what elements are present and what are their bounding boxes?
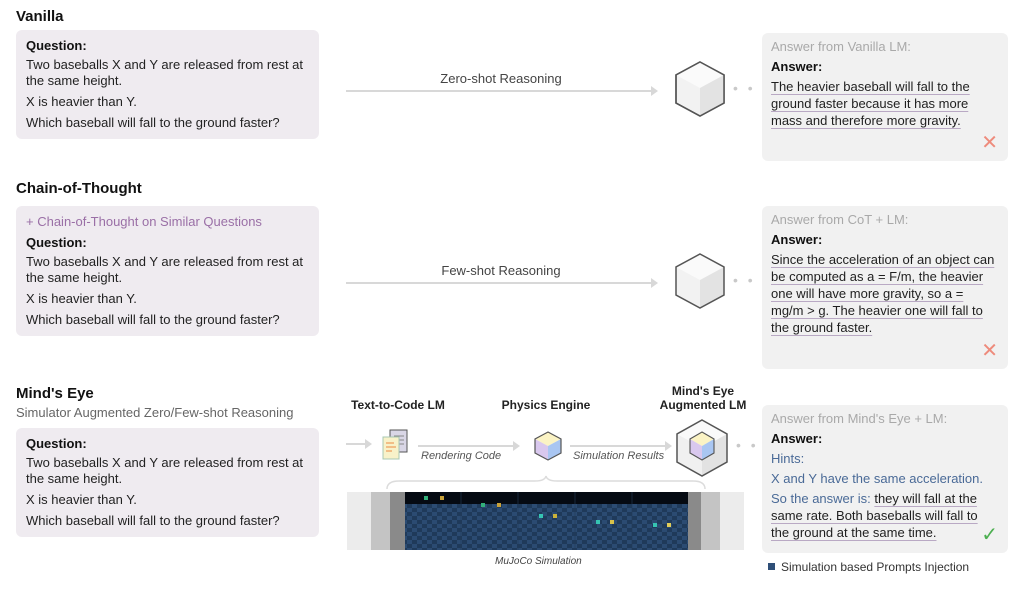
- lm-cube-icon: [675, 253, 725, 309]
- cross-icon: ✕: [981, 132, 998, 154]
- simulation-brace: [386, 475, 706, 490]
- question-header: Question:: [26, 38, 87, 53]
- minds-eye-question-box: Question: Two baseballs X and Y are rele…: [16, 428, 319, 537]
- vanilla-answer-box: Answer from Vanilla LM: Answer: The heav…: [762, 33, 1008, 161]
- legend: Simulation based Prompts Injection: [768, 560, 969, 574]
- question-line: X is heavier than Y.: [26, 291, 137, 306]
- few-shot-arrow: [346, 278, 658, 288]
- question-line: Two baseballs X and Y are released from …: [26, 455, 304, 486]
- simulation-results-label: Simulation Results: [573, 450, 665, 462]
- question-line: Two baseballs X and Y are released from …: [26, 254, 304, 285]
- question-line: Which baseball will fall to the ground f…: [26, 513, 280, 528]
- mujoco-simulation-frames: [347, 492, 744, 550]
- augmented-lm-title-2: Augmented LM: [659, 398, 747, 412]
- zero-shot-arrow: [346, 86, 658, 96]
- augmented-lm-cube-icon: [676, 419, 728, 477]
- answer-source: Answer from CoT + LM:: [771, 212, 909, 227]
- cot-question-box: + Chain-of-Thought on Similar Questions …: [16, 206, 319, 336]
- legend-label: Simulation based Prompts Injection: [781, 560, 970, 574]
- physics-engine-cube-icon: [534, 431, 562, 461]
- simulation-caption: MuJoCo Simulation: [495, 556, 582, 567]
- code-document-icon: [382, 429, 408, 460]
- question-line: X is heavier than Y.: [26, 492, 137, 507]
- zero-shot-label: Zero-shot Reasoning: [440, 71, 562, 86]
- answer-source: Answer from Mind's Eye + LM:: [771, 411, 948, 426]
- rendering-code-label: Rendering Code: [421, 450, 502, 462]
- hints-label: Hints:: [771, 451, 805, 466]
- minds-eye-title: Mind's Eye: [16, 385, 94, 402]
- ellipsis: • • •: [736, 437, 774, 453]
- so-answer-label: So the answer is:: [771, 491, 871, 506]
- cot-title: Chain-of-Thought: [16, 180, 142, 197]
- cross-icon: ✕: [981, 340, 998, 362]
- question-line: X is heavier than Y.: [26, 94, 137, 109]
- rendering-code-arrow: [418, 441, 520, 451]
- minds-eye-answer-box: Answer from Mind's Eye + LM: Answer: Hin…: [762, 405, 1008, 553]
- augmented-lm-title-1: Mind's Eye: [671, 384, 735, 398]
- question-header: Question:: [26, 235, 87, 250]
- hint-text: X and Y have the same acceleration.: [771, 471, 983, 486]
- answer-text: The heavier baseball will fall to the gr…: [771, 79, 970, 128]
- answer-header: Answer:: [771, 59, 823, 74]
- cot-answer-box: Answer from CoT + LM: Answer: Since the …: [762, 206, 1008, 369]
- question-line: Which baseball will fall to the ground f…: [26, 312, 280, 327]
- few-shot-label: Few-shot Reasoning: [441, 263, 561, 278]
- answer-text: Since the acceleration of an object can …: [771, 252, 995, 335]
- simulation-results-arrow: [570, 441, 672, 451]
- answer-header: Answer:: [771, 431, 823, 446]
- ellipsis: • • •: [733, 80, 771, 96]
- answer-text: they will fall at the same rate. Both ba…: [771, 491, 978, 540]
- frame-dividers: [460, 492, 633, 550]
- answer-source: Answer from Vanilla LM:: [771, 39, 911, 54]
- ellipsis: • • •: [733, 272, 771, 288]
- question-header: Question:: [26, 436, 87, 451]
- question-line: Two baseballs X and Y are released from …: [26, 57, 304, 88]
- cot-prefix: + Chain-of-Thought on Similar Questions: [26, 214, 262, 229]
- vanilla-title: Vanilla: [16, 8, 64, 25]
- legend-swatch-icon: [768, 563, 775, 570]
- answer-header: Answer:: [771, 232, 823, 247]
- lm-cube-icon: [675, 61, 725, 117]
- physics-engine-title: Physics Engine: [501, 398, 591, 412]
- vanilla-question-box: Question: Two baseballs X and Y are rele…: [16, 30, 319, 139]
- input-arrow: [346, 439, 372, 449]
- question-line: Which baseball will fall to the ground f…: [26, 115, 280, 130]
- check-icon: ✓: [981, 524, 998, 546]
- text-to-code-title: Text-to-Code LM: [351, 398, 445, 412]
- minds-eye-subtitle: Simulator Augmented Zero/Few-shot Reason…: [16, 405, 294, 420]
